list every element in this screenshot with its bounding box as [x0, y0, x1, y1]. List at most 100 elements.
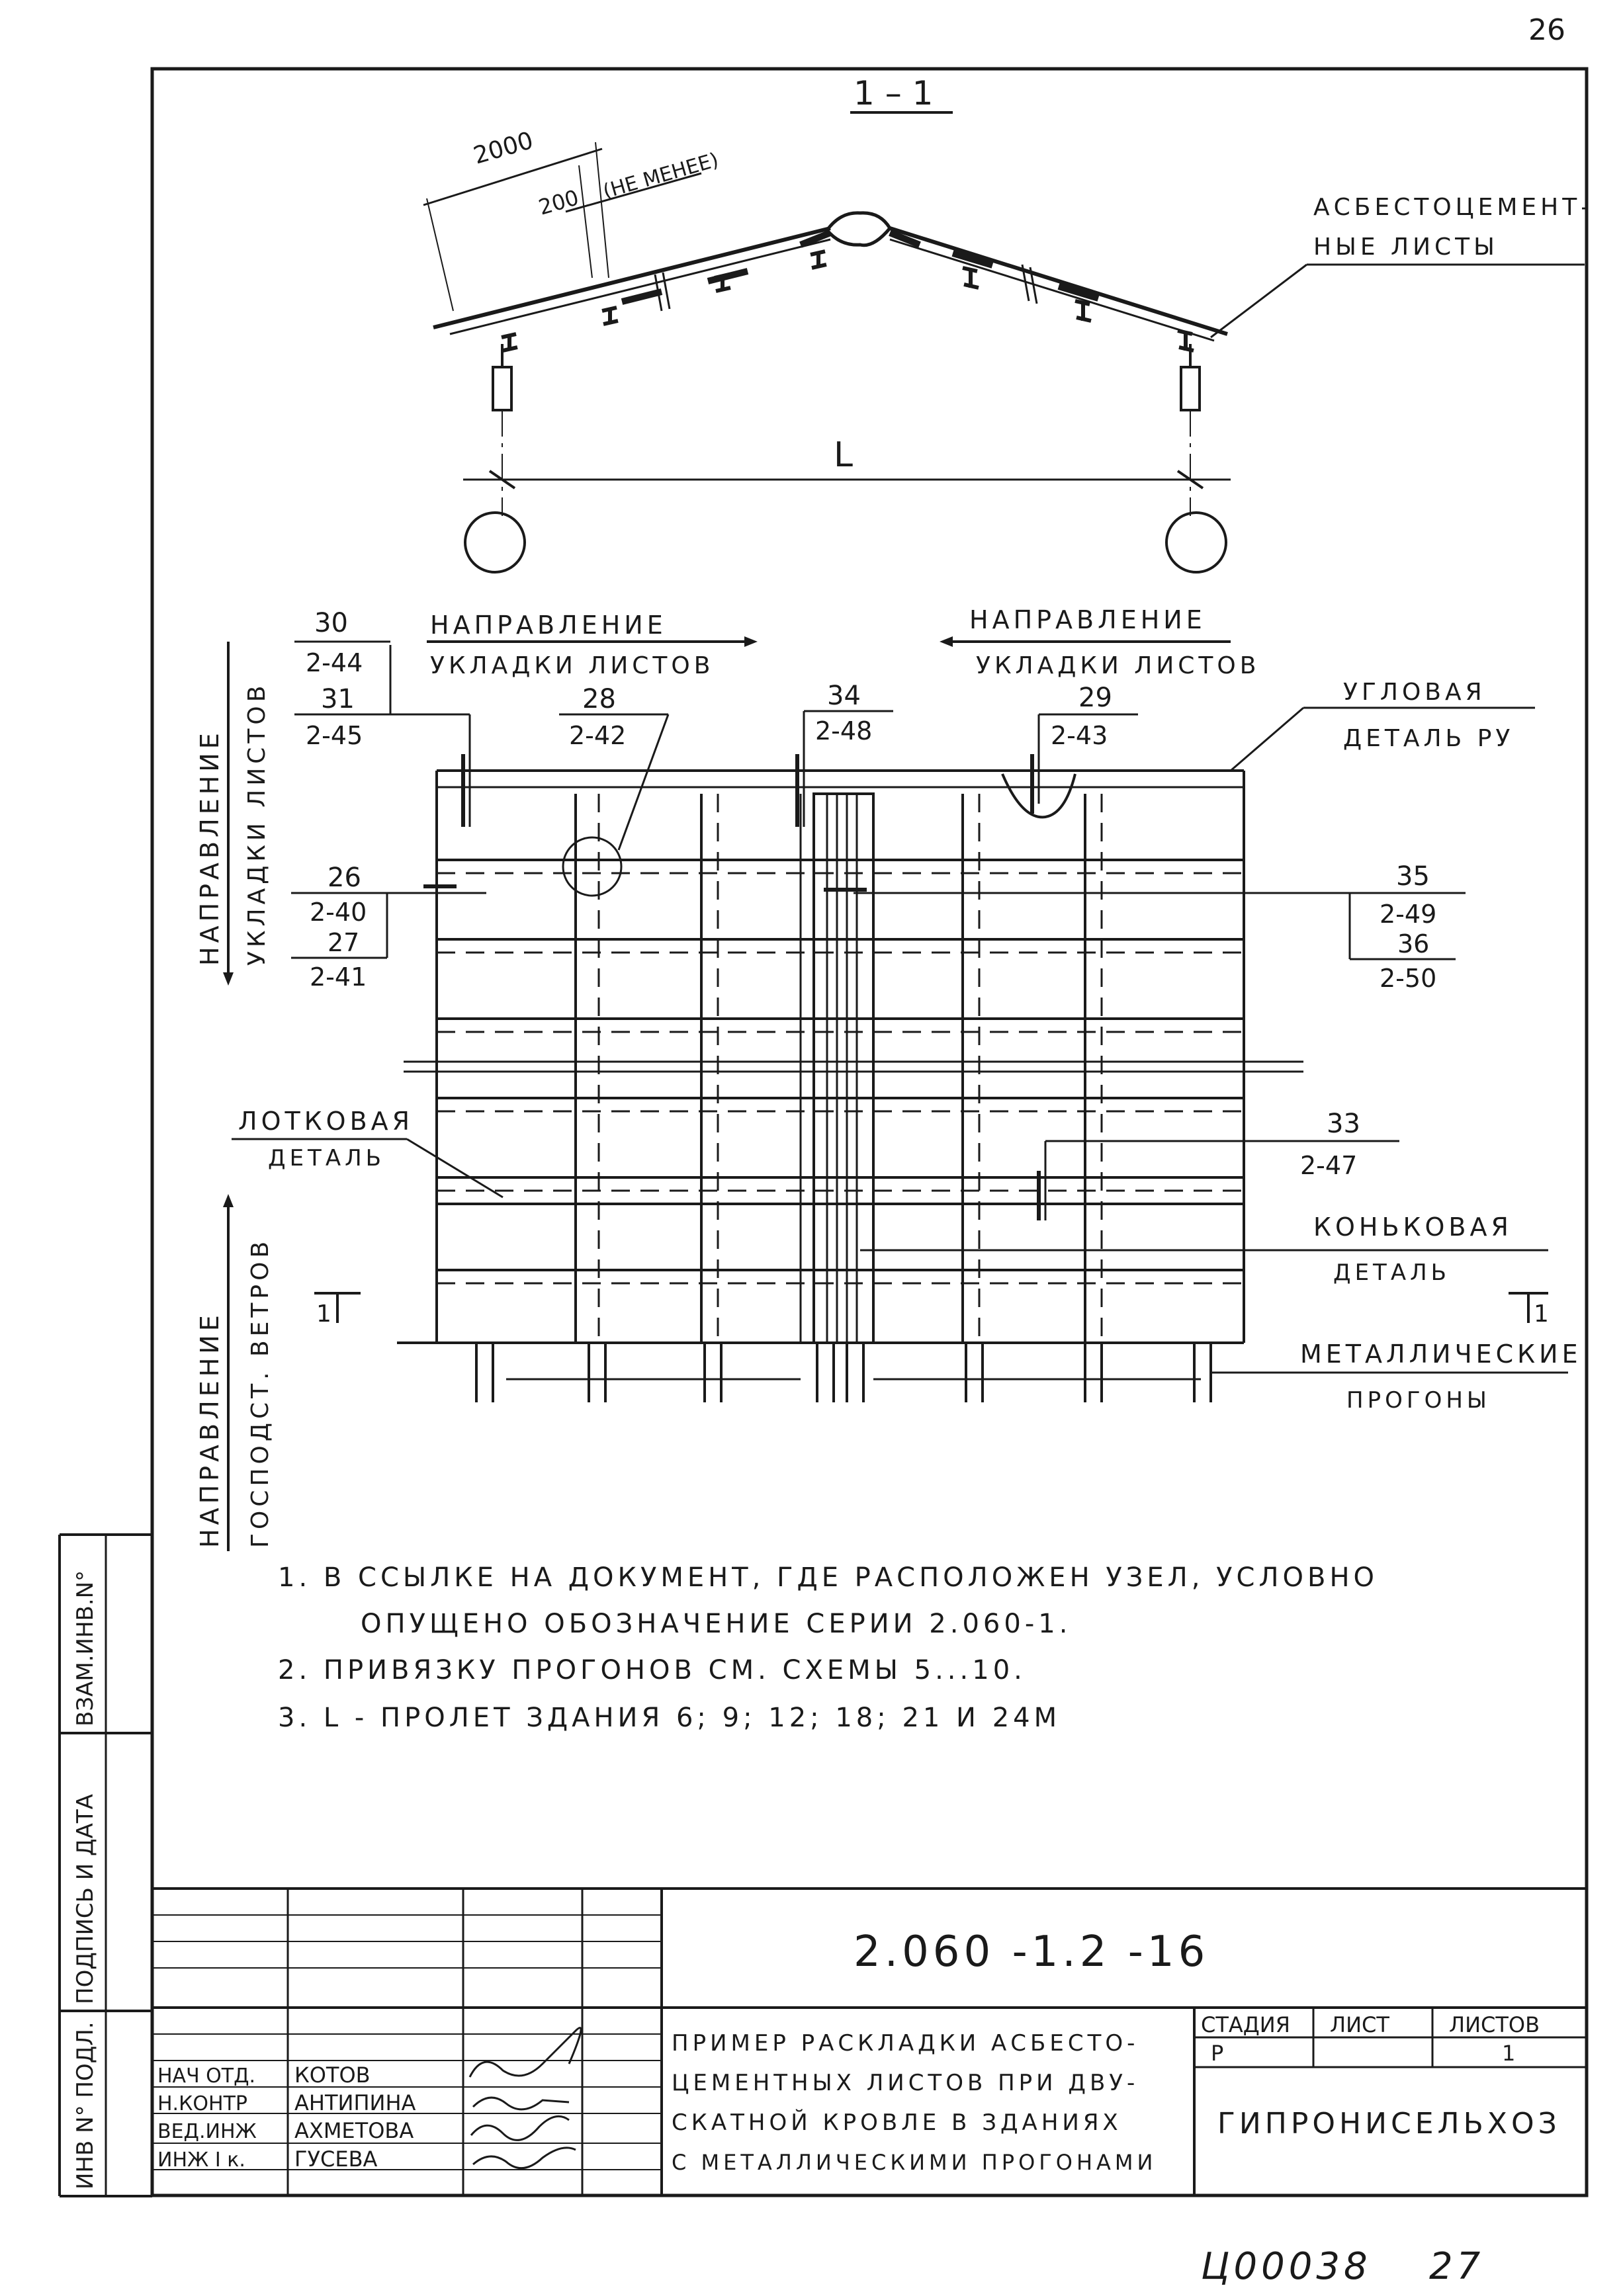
stamp-inv-original: ИНВ N° ПОДЛ. [72, 2021, 99, 2190]
purlins-callout: МЕТАЛЛИЧЕСКИЕ ПРОГОНЫ [1211, 1339, 1582, 1414]
span-label: L [834, 435, 853, 475]
title-block: 2.060 -1.2 -16 ПРИМЕР РАСКЛАДКИ АСБЕСТО-… [152, 1887, 1587, 2195]
svg-text:НАПРАВЛЕНИЕ: НАПРАВЛЕНИЕ [195, 1311, 224, 1548]
title-line-2: ЦЕМЕНТНЫХ ЛИСТОВ ПРИ ДВУ- [672, 2070, 1139, 2096]
svg-text:ЛОТКОВАЯ: ЛОТКОВАЯ [238, 1107, 414, 1136]
dim-200: 200 [536, 185, 582, 220]
axis-bubble-left [464, 511, 526, 574]
cut-mark-right: 1 [1509, 1292, 1549, 1328]
ridge-detail-callout: КОНЬКОВАЯ ДЕТАЛЬ [860, 1212, 1548, 1286]
svg-text:2-50: 2-50 [1380, 964, 1436, 993]
ref-28: 28 2-42 [559, 684, 670, 851]
organization: ГИПРОНИСЕЛЬХОЗ [1217, 2107, 1561, 2141]
svg-text:36: 36 [1397, 929, 1429, 958]
ref-26-27: 26 2-40 27 2-41 [291, 863, 486, 992]
note-1: 1. В ССЫЛКЕ НА ДОКУМЕНТ, ГДЕ РАСПОЛОЖЕН … [278, 1562, 1378, 1593]
svg-text:27: 27 [328, 928, 359, 957]
svg-text:26: 26 [328, 863, 361, 893]
stage-value: Р [1211, 2041, 1223, 2066]
cut-mark-left: 1 [314, 1292, 361, 1328]
svg-text:34: 34 [827, 681, 861, 711]
title-line-4: С МЕТАЛЛИЧЕСКИМИ ПРОГОНАМИ [672, 2150, 1157, 2175]
note-3: 3. L - ПРОЛЕТ ЗДАНИЯ 6; 9; 12; 18; 21 И … [278, 1703, 1061, 1733]
svg-text:УГЛОВАЯ: УГЛОВАЯ [1343, 679, 1486, 706]
title-line-1: ПРИМЕР РАСКЛАДКИ АСБЕСТО- [672, 2030, 1139, 2057]
ref-30-31: 30 2-44 31 2-45 [294, 608, 471, 827]
archive-code: Ц00038 [1201, 2245, 1372, 2288]
section-label: 1 – 1 [854, 74, 933, 112]
corner-notch [1001, 773, 1076, 819]
svg-text:ГОСПОДСТ. ВЕТРОВ: ГОСПОДСТ. ВЕТРОВ [247, 1238, 274, 1548]
roof-slope-left [433, 226, 831, 335]
ref-33: 33 2-47 [1037, 1109, 1399, 1220]
note-1-cont: ОПУЩЕНО ОБОЗНАЧЕНИЕ СЕРИИ 2.060-1. [361, 1609, 1071, 1639]
roof-slope-right [889, 226, 1228, 342]
page-alt: 27 [1429, 2245, 1484, 2288]
note-2: 2. ПРИВЯЗКУ ПРОГОНОВ СМ. СХЕМЫ 5...10. [278, 1655, 1026, 1685]
staff-role-1: НАЧ ОТД. [157, 2064, 255, 2088]
overlap-dimensions: 2000 200 (НЕ МЕНЕЕ) [423, 127, 721, 312]
stage-header: СТАДИЯ [1201, 2012, 1290, 2037]
svg-text:2-45: 2-45 [306, 721, 363, 750]
svg-text:30: 30 [314, 608, 348, 638]
svg-text:2-43: 2-43 [1051, 721, 1108, 750]
svg-text:29: 29 [1078, 683, 1112, 713]
sheets-value: 1 [1502, 2041, 1515, 2066]
stamp-inv-replace: ВЗАМ.ИНВ.N° [72, 1570, 99, 1726]
ridge-band [799, 792, 875, 1344]
plan-sheet-rows [404, 859, 1303, 1285]
svg-text:ПРОГОНЫ: ПРОГОНЫ [1346, 1387, 1491, 1414]
direction-laying-left: НАПРАВЛЕНИЕ УКЛАДКИ ЛИСТОВ [427, 611, 758, 679]
svg-text:УКЛАДКИ ЛИСТОВ: УКЛАДКИ ЛИСТОВ [243, 682, 271, 966]
side-stamp: ВЗАМ.ИНВ.N° ПОДПИСЬ И ДАТА ИНВ N° ПОДЛ. [58, 1533, 152, 2197]
section-columns [464, 344, 1227, 574]
svg-text:35: 35 [1396, 861, 1430, 892]
direction-laying-right: НАПРАВЛЕНИЕ УКЛАДКИ ЛИСТОВ [940, 605, 1260, 679]
svg-text:МЕТАЛЛИЧЕСКИЕ: МЕТАЛЛИЧЕСКИЕ [1300, 1339, 1582, 1369]
svg-text:УКЛАДКИ ЛИСТОВ: УКЛАДКИ ЛИСТОВ [430, 652, 714, 679]
direction-wind-vertical: НАПРАВЛЕНИЕ ГОСПОДСТ. ВЕТРОВ [195, 1194, 274, 1551]
signatures [468, 2027, 582, 2170]
ridge-flange-left [799, 230, 832, 248]
section-purlins [501, 249, 1194, 353]
plan-sheet-columns [574, 794, 1103, 1343]
staff-name-4: ГУСЕВА [294, 2147, 378, 2172]
ref-29: 29 2-43 [1030, 683, 1138, 814]
sheet-frame [150, 67, 1589, 2197]
svg-text:УКЛАДКИ ЛИСТОВ: УКЛАДКИ ЛИСТОВ [976, 652, 1260, 679]
axis-bubble-right [1165, 511, 1227, 574]
dim-2000: 2000 [470, 127, 536, 170]
staff-name-1: КОТОВ [294, 2062, 371, 2088]
ridge-cap [824, 211, 893, 247]
staff-name-2: АНТИПИНА [294, 2090, 416, 2115]
dim-note: (НЕ МЕНЕЕ) [601, 148, 721, 203]
title-line-3: СКАТНОЙ КРОВЛЕ В ЗДАНИЯХ [672, 2109, 1122, 2136]
sheets-callout-line2: НЫЕ ЛИСТЫ [1313, 234, 1499, 261]
svg-text:1: 1 [316, 1300, 331, 1328]
corner-detail-callout: УГЛОВАЯ ДЕТАЛЬ РУ [1230, 679, 1535, 772]
svg-text:ДЕТАЛЬ: ДЕТАЛЬ [1333, 1259, 1450, 1286]
notes: 1. В ССЫЛКЕ НА ДОКУМЕНТ, ГДЕ РАСПОЛОЖЕН … [278, 1562, 1378, 1733]
ref-34: 34 2-48 [795, 681, 893, 827]
svg-text:2-42: 2-42 [569, 721, 626, 750]
svg-text:НАПРАВЛЕНИЕ: НАПРАВЛЕНИЕ [969, 605, 1206, 634]
staff-role-2: Н.КОНТР [157, 2092, 247, 2115]
svg-text:2-49: 2-49 [1380, 900, 1436, 929]
roof-plan: 1 1 НАПРАВЛЕНИЕ УКЛАДКИ ЛИСТОВ НАПРАВЛЕН… [195, 605, 1582, 1551]
sheets-callout: АСБЕСТОЦЕМЕНТ- НЫЕ ЛИСТЫ [1210, 194, 1589, 339]
node-circle-28 [562, 836, 623, 897]
svg-text:1: 1 [1534, 1300, 1549, 1328]
svg-text:2-47: 2-47 [1300, 1151, 1357, 1180]
direction-laying-vertical: НАПРАВЛЕНИЕ УКЛАДКИ ЛИСТОВ [195, 642, 271, 986]
svg-text:33: 33 [1327, 1109, 1360, 1139]
span-dimension: L [463, 435, 1231, 489]
svg-text:2-48: 2-48 [815, 716, 872, 745]
svg-text:31: 31 [321, 684, 355, 714]
svg-text:2-44: 2-44 [306, 648, 363, 677]
svg-text:НАПРАВЛЕНИЕ: НАПРАВЛЕНИЕ [430, 611, 667, 640]
svg-text:ДЕТАЛЬ РУ: ДЕТАЛЬ РУ [1343, 725, 1514, 752]
svg-text:2-41: 2-41 [310, 962, 367, 992]
sheets-header: ЛИСТОВ [1449, 2012, 1540, 2037]
section-1-1: 1 – 1 [423, 74, 1589, 574]
